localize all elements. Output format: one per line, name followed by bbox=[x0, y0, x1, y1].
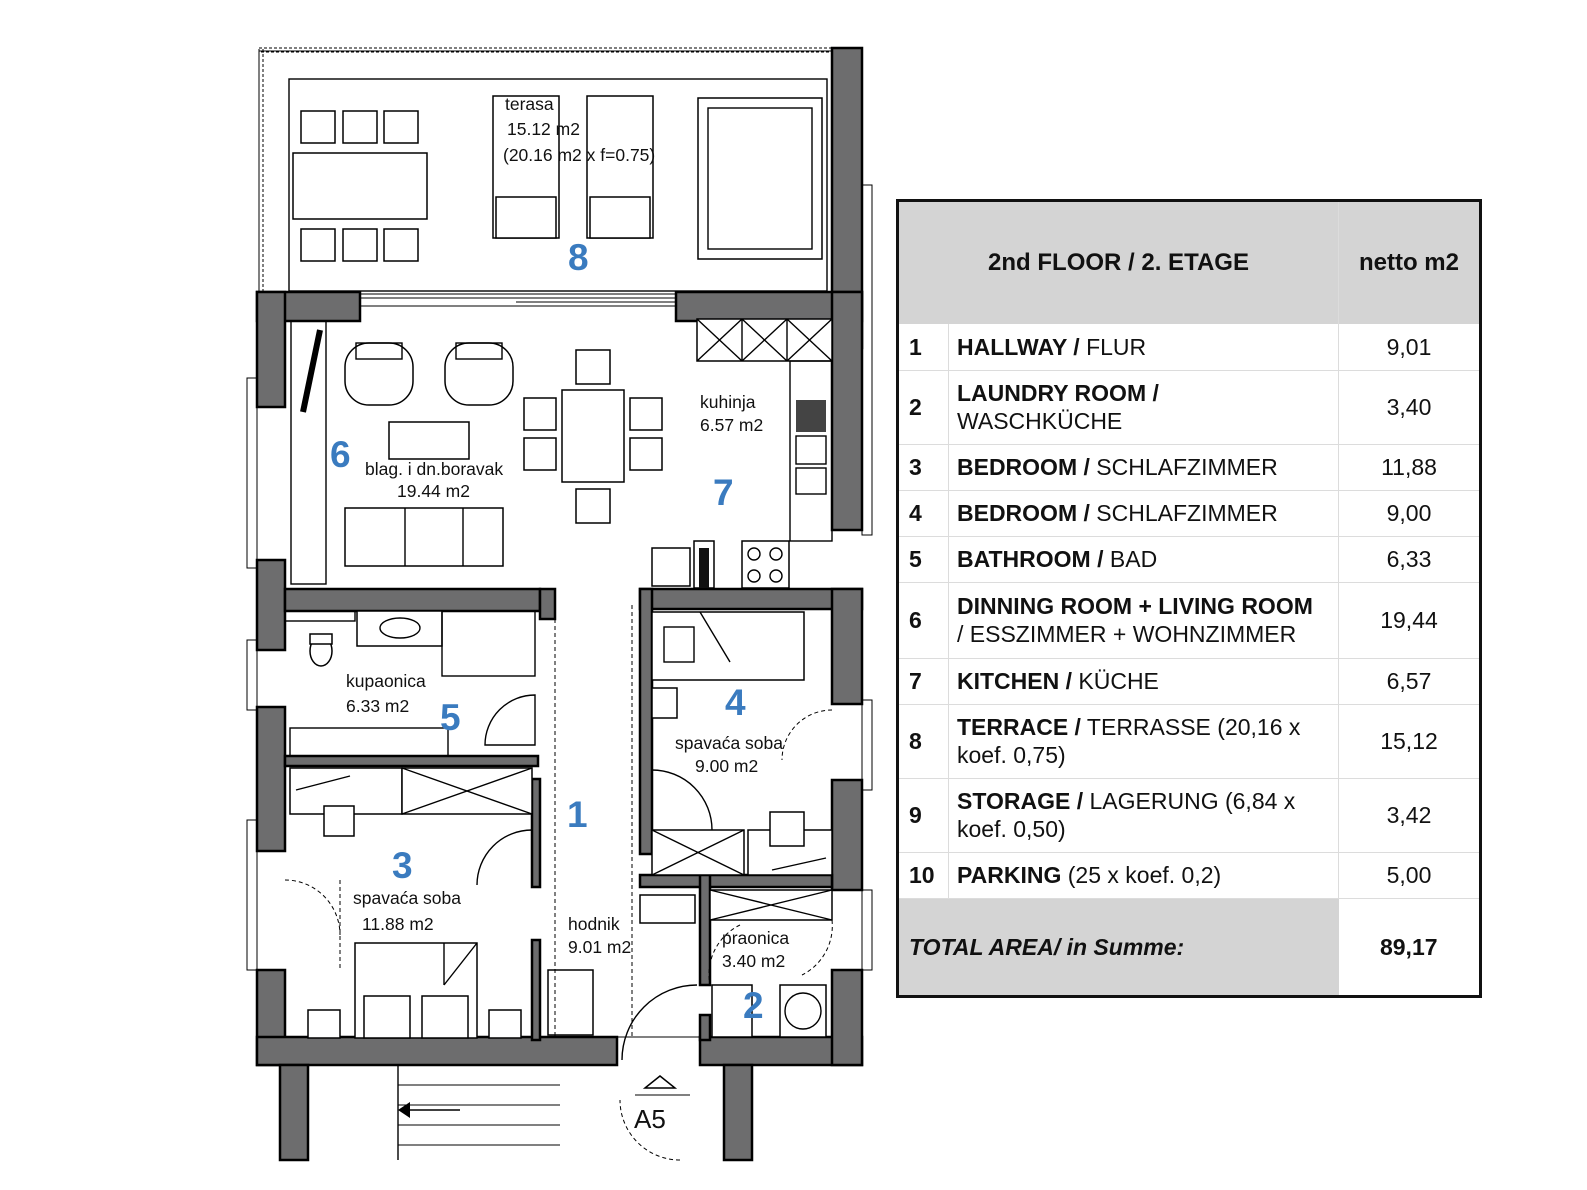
terrace-note: (20.16 m2 x f=0.75) bbox=[503, 145, 655, 165]
kitchen-area: 6.57 m2 bbox=[700, 415, 763, 435]
row-value: 9,01 bbox=[1338, 324, 1481, 371]
laundry-fixtures bbox=[708, 889, 833, 1038]
stair-marker: A5 bbox=[634, 1104, 666, 1134]
kitchen-fixtures bbox=[651, 318, 833, 589]
room-number-5: 5 bbox=[440, 697, 461, 738]
row-number: 9 bbox=[897, 778, 949, 853]
bathroom-label: kupaonica bbox=[346, 671, 426, 691]
table-row: 4 BEDROOM / SCHLAFZIMMER 9,00 bbox=[897, 490, 1481, 537]
table-value-header: netto m2 bbox=[1338, 200, 1481, 324]
living-room-label: blag. i dn.boravak bbox=[365, 459, 503, 479]
table-row: 2 LAUNDRY ROOM / WASCHKÜCHE 3,40 bbox=[897, 370, 1481, 445]
table-row: 7 KITCHEN / KÜCHE 6,57 bbox=[897, 658, 1481, 705]
row-name: BEDROOM / SCHLAFZIMMER bbox=[948, 490, 1339, 537]
row-number: 4 bbox=[897, 490, 949, 537]
table-header: 2nd FLOOR / 2. ETAGE netto m2 bbox=[897, 200, 1481, 324]
table-row: 10 PARKING (25 x koef. 0,2) 5,00 bbox=[897, 852, 1481, 899]
area-table: 2nd FLOOR / 2. ETAGE netto m2 1 HALLWAY … bbox=[896, 199, 1482, 998]
row-value: 3,42 bbox=[1338, 778, 1481, 853]
table-title: 2nd FLOOR / 2. ETAGE bbox=[897, 200, 1339, 324]
row-name: TERRACE / TERRASSE (20,16 x koef. 0,75) bbox=[948, 704, 1339, 779]
hallway-area: 9.01 m2 bbox=[568, 937, 631, 957]
room-number-4: 4 bbox=[725, 682, 746, 723]
row-value: 19,44 bbox=[1338, 582, 1481, 659]
row-value: 5,00 bbox=[1338, 852, 1481, 899]
row-number: 10 bbox=[897, 852, 949, 899]
row-number: 1 bbox=[897, 324, 949, 371]
row-name: BEDROOM / SCHLAFZIMMER bbox=[948, 444, 1339, 491]
bedroom-3-area: 11.88 m2 bbox=[362, 914, 434, 934]
kitchen-label: kuhinja bbox=[700, 392, 756, 412]
table-row: 5 BATHROOM / BAD 6,33 bbox=[897, 536, 1481, 583]
row-value: 6,33 bbox=[1338, 536, 1481, 583]
living-room-area: 19.44 m2 bbox=[397, 481, 470, 501]
room-number-1: 1 bbox=[567, 794, 588, 835]
bedroom-4-area: 9.00 m2 bbox=[695, 756, 758, 776]
room-labels: terasa 15.12 m2 (20.16 m2 x f=0.75) 8 6 … bbox=[330, 94, 789, 1134]
row-value: 6,57 bbox=[1338, 658, 1481, 705]
row-number: 7 bbox=[897, 658, 949, 705]
laundry-area: 3.40 m2 bbox=[722, 951, 785, 971]
total-value: 89,17 bbox=[1338, 898, 1481, 996]
row-number: 5 bbox=[897, 536, 949, 583]
bedroom-4-furniture bbox=[651, 611, 833, 876]
table-row: 6 DINNING ROOM + LIVING ROOM / ESSZIMMER… bbox=[897, 582, 1481, 659]
living-room-furniture bbox=[290, 320, 663, 585]
terrace-label: terasa bbox=[505, 94, 554, 114]
table-row: 9 STORAGE / LAGERUNG (6,84 x koef. 0,50)… bbox=[897, 778, 1481, 853]
table-row: 1 HALLWAY / FLUR 9,01 bbox=[897, 324, 1481, 371]
bedroom-4-label: spavaća soba bbox=[675, 733, 783, 753]
table-total-row: TOTAL AREA/ in Summe: 89,17 bbox=[897, 898, 1481, 996]
hallway-label: hodnik bbox=[568, 914, 620, 934]
room-number-8: 8 bbox=[568, 237, 589, 278]
table-row: 8 TERRACE / TERRASSE (20,16 x koef. 0,75… bbox=[897, 704, 1481, 779]
outdoor-dining-set bbox=[292, 110, 428, 262]
row-name: KITCHEN / KÜCHE bbox=[948, 658, 1339, 705]
row-number: 8 bbox=[897, 704, 949, 779]
outdoor-pool bbox=[697, 97, 823, 260]
room-number-6: 6 bbox=[330, 434, 351, 475]
bathroom-area: 6.33 m2 bbox=[346, 696, 409, 716]
row-name: HALLWAY / FLUR bbox=[948, 324, 1339, 371]
row-number: 2 bbox=[897, 370, 949, 445]
table-row: 3 BEDROOM / SCHLAFZIMMER 11,88 bbox=[897, 444, 1481, 491]
room-number-7: 7 bbox=[713, 472, 734, 513]
row-value: 15,12 bbox=[1338, 704, 1481, 779]
row-name: PARKING (25 x koef. 0,2) bbox=[948, 852, 1339, 899]
row-name: DINNING ROOM + LIVING ROOM / ESSZIMMER +… bbox=[948, 582, 1339, 659]
row-name: LAUNDRY ROOM / WASCHKÜCHE bbox=[948, 370, 1339, 445]
bedroom-3-label: spavaća soba bbox=[353, 888, 461, 908]
bathroom-fixtures bbox=[284, 610, 536, 757]
row-number: 6 bbox=[897, 582, 949, 659]
staircase bbox=[397, 1065, 690, 1161]
bedroom-3-furniture bbox=[284, 767, 533, 1039]
row-value: 11,88 bbox=[1338, 444, 1481, 491]
terrace-area-label: 15.12 m2 bbox=[507, 119, 580, 139]
hallway-fixtures bbox=[547, 605, 700, 1061]
row-value: 9,00 bbox=[1338, 490, 1481, 537]
room-number-2: 2 bbox=[743, 985, 764, 1026]
row-name: BATHROOM / BAD bbox=[948, 536, 1339, 583]
terrace-area bbox=[258, 47, 838, 297]
total-label: TOTAL AREA/ in Summe: bbox=[897, 898, 1339, 996]
room-number-3: 3 bbox=[392, 845, 413, 886]
window-lines bbox=[246, 184, 873, 971]
laundry-label: praonica bbox=[722, 928, 789, 948]
sun-loungers bbox=[492, 95, 654, 239]
row-number: 3 bbox=[897, 444, 949, 491]
row-value: 3,40 bbox=[1338, 370, 1481, 445]
row-name: STORAGE / LAGERUNG (6,84 x koef. 0,50) bbox=[948, 778, 1339, 853]
